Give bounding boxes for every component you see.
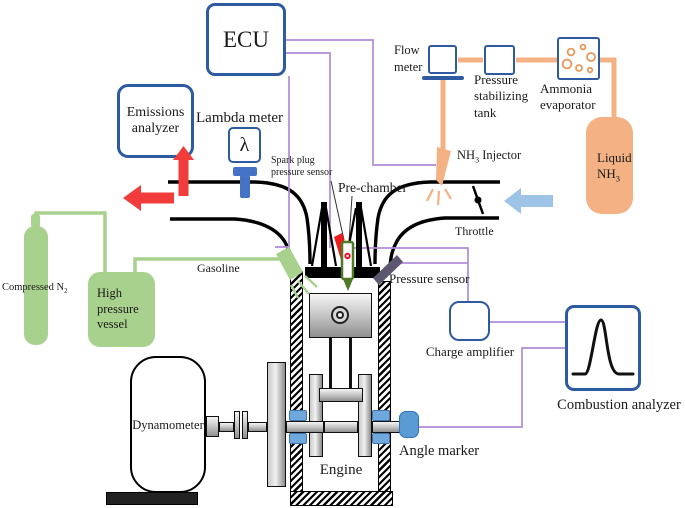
port-contour xyxy=(324,207,338,267)
crank-web-left xyxy=(309,374,323,457)
shaft-flange-right xyxy=(242,411,248,439)
liquid-nh3-tank: Liquid NH3 xyxy=(586,117,633,214)
crank-web-right xyxy=(358,374,372,457)
lambda-meter-box: λ xyxy=(228,127,261,163)
angle-marker-device xyxy=(399,411,419,438)
flow-meter-base xyxy=(422,76,464,80)
flow-meter-label: Flow meter xyxy=(394,43,423,74)
connecting-rod-right xyxy=(349,338,352,390)
bearing-left-lower xyxy=(289,433,307,444)
combustion-analyzer-box xyxy=(565,305,641,391)
ammonia-evaporator-label: Ammonia evaporator xyxy=(540,81,596,113)
valve-stem-left xyxy=(321,202,327,268)
spark-plug-pressure-sensor-label: Spark plug pressure sensor xyxy=(271,155,333,178)
charge-amplifier-label: Charge amplifier xyxy=(425,344,515,360)
angle-marker-label: Angle marker xyxy=(399,443,480,459)
combustion-analyzer-label: Combustion analyzer xyxy=(557,397,681,414)
exhaust-pipe-upper xyxy=(168,180,312,265)
valve-stem-right xyxy=(356,202,362,268)
crankshaft-left xyxy=(286,421,324,433)
pre-chamber-label: Pre-chamber xyxy=(338,180,407,195)
wrist-pin-inner xyxy=(336,311,344,319)
lambda-symbol: λ xyxy=(239,133,250,156)
nh3-injector-label: NH3 Injector xyxy=(457,148,522,165)
intake-flow-arrow xyxy=(504,188,553,214)
lambda-sensor-stem xyxy=(240,175,250,198)
ecu-label: ECU xyxy=(223,26,269,52)
flow-meter-box xyxy=(428,45,457,74)
compressed-n2-label: Compressed N2 xyxy=(2,282,68,296)
dynamometer-label: Dynamometer xyxy=(132,417,204,432)
high-pressure-vessel-label: High pressure vessel xyxy=(97,286,139,332)
throttle-plate xyxy=(471,185,485,215)
ecu-box: ECU xyxy=(206,3,286,76)
cylinder-head-plate-right xyxy=(352,267,380,278)
dynamometer-body xyxy=(130,356,206,493)
shaft-segment xyxy=(248,422,267,432)
pre-chamber-orifice xyxy=(344,252,351,260)
pre-chamber-tip xyxy=(343,279,353,291)
ammonia-evaporator-box xyxy=(557,37,600,80)
emissions-analyzer-label-line1: Emissions xyxy=(126,105,185,120)
emissions-analyzer-label-line2: analyzer xyxy=(131,121,180,136)
gasoline-label: Gasoline xyxy=(197,261,240,275)
lambda-meter-label: Lambda meter xyxy=(196,110,284,126)
bearing-left-upper xyxy=(289,410,307,421)
shaft-segment xyxy=(219,422,234,432)
flywheel xyxy=(267,362,286,487)
pressure-trace-curve xyxy=(571,318,635,376)
high-pressure-vessel xyxy=(88,272,155,347)
crank-big-end xyxy=(319,388,363,402)
engine-wall-right xyxy=(378,281,391,493)
port-contour xyxy=(359,207,373,267)
liquid-nh3-label-line2: NH3 xyxy=(597,165,620,184)
shaft-flange-left xyxy=(234,411,240,439)
pressure-stabilizing-tank-label: Pressure stabilizing tank xyxy=(474,72,529,120)
pressure-sensor-label: Pressure sensor xyxy=(389,271,470,286)
dynamometer-base xyxy=(106,492,198,505)
lambda-sensor-cap xyxy=(233,167,257,176)
throttle-label: Throttle xyxy=(455,224,494,238)
liquid-nh3-label-line1: Liquid xyxy=(597,150,632,165)
crankshaft-right xyxy=(372,421,402,433)
exhaust-flow-arrow-left xyxy=(123,185,174,211)
engine-wall-left xyxy=(290,271,303,493)
bearing-right-lower xyxy=(372,433,390,444)
evaporator-bubbles xyxy=(561,43,596,74)
port-contour xyxy=(343,207,358,267)
pressure-stabilizing-tank-box xyxy=(484,45,515,75)
cylinder-head-plate-left xyxy=(305,267,342,278)
connecting-rod-left xyxy=(329,338,332,390)
engine-floor xyxy=(290,491,393,506)
shaft-coupling xyxy=(206,416,219,437)
nh3-injector-spray xyxy=(426,188,452,206)
nh3-injector-body xyxy=(436,147,451,186)
bearing-right-upper xyxy=(372,410,390,421)
charge-amplifier-box xyxy=(449,301,490,341)
throttle-pivot xyxy=(474,196,482,204)
pre-chamber-orifice-center xyxy=(346,254,349,258)
crankshaft-center xyxy=(324,421,358,433)
engine-label: Engine xyxy=(319,462,363,478)
spark-plug-pressure-sensor-device xyxy=(334,233,350,263)
pointer-prechamber-label xyxy=(348,195,353,243)
